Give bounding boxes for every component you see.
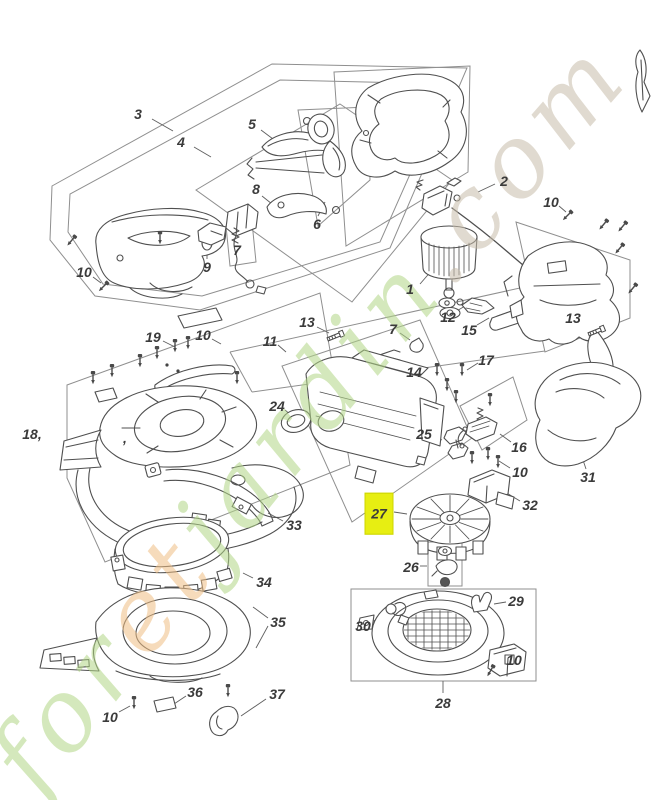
part-label-2[interactable]: 2 [500,173,508,189]
part-label-7b[interactable]: 7 [389,321,397,337]
part-label-27[interactable]: 27 [364,492,394,535]
box-top-right [333,65,471,247]
part-label-17[interactable]: 17 [478,352,494,368]
part-label-1[interactable]: 1 [406,281,414,297]
part-16-group [457,407,498,449]
part-label-28[interactable]: 28 [435,695,451,711]
part-31-cover [534,361,642,467]
part-label-37[interactable]: 37 [269,686,285,702]
part-label-10b[interactable]: 10 [543,194,559,210]
box-6 [297,106,371,227]
part-24-ring [280,409,312,433]
part-33-tube [144,462,274,527]
part-label-4[interactable]: 4 [177,134,185,150]
part-label-11[interactable]: 11 [262,333,278,349]
part-37-bracket [209,705,239,737]
part-1-motor [420,225,478,320]
part-label-6[interactable]: 6 [313,216,321,232]
box-28 [350,588,537,682]
part-label-36[interactable]: 36 [187,684,203,700]
part-label-33[interactable]: 33 [286,517,302,533]
part-label-10a[interactable]: 10 [76,264,92,280]
part-label-29[interactable]: 29 [508,593,524,609]
part-26-group [431,545,458,588]
part-label-7a[interactable]: 7 [233,242,241,258]
part-flag [94,387,118,403]
part-label-10e[interactable]: 10 [102,709,118,725]
part-8-switch [225,203,267,295]
box-16 [459,376,528,451]
part-label-12[interactable]: 12 [440,309,456,325]
part-36 [153,696,177,713]
part-label-13a[interactable]: 13 [299,314,315,330]
part-12 [456,297,495,315]
part-housing-top-left [95,207,227,299]
part-label-3[interactable]: 3 [134,106,142,122]
part-label-18[interactable]: 18, [22,426,42,442]
box-11 [281,319,473,523]
part-25-linkage [415,426,469,466]
part-label-8[interactable]: 8 [252,181,260,197]
part-label-32[interactable]: 32 [522,497,538,513]
part-7-clip [409,337,424,353]
part-label-19[interactable]: 19 [145,329,161,345]
part-30-clip [385,602,410,626]
part-6-grip [307,113,346,178]
part-11-housing [305,349,445,484]
part-label-18b[interactable]: , [123,430,127,446]
part-label-24[interactable]: 24 [269,398,285,414]
part-9-bracket [197,222,227,246]
part-label-14[interactable]: 14 [406,364,422,380]
part-label-30[interactable]: 30 [355,618,371,634]
part-label-10d[interactable]: 10 [512,464,528,480]
part-edge-top-right [635,49,651,113]
part-label-5[interactable]: 5 [248,116,256,132]
part-35-volute [39,587,251,683]
part-label-10c[interactable]: 10 [195,327,211,343]
part-label-26[interactable]: 26 [403,559,419,575]
part-frame-top-right [351,73,467,178]
part-27-fan [409,493,491,561]
part-label-13b[interactable]: 13 [565,310,581,326]
part-right-housing [509,241,621,376]
part-label-25[interactable]: 25 [416,426,432,442]
part-32-bracket [467,469,515,510]
part-19-sticker [177,307,223,329]
part-label-15[interactable]: 15 [461,322,477,338]
part-label-9[interactable]: 9 [203,259,211,275]
screws [64,208,640,710]
part-rod [503,275,513,297]
part-label-34[interactable]: 34 [256,574,272,590]
part-18-housing [59,385,304,554]
part-label-16[interactable]: 16 [511,439,527,455]
part-label-10f[interactable]: 10 [506,652,522,668]
part-29-clip [471,591,492,613]
part-label-35[interactable]: 35 [270,614,286,630]
part-label-31[interactable]: 31 [580,469,596,485]
part-7-spring [231,227,240,244]
